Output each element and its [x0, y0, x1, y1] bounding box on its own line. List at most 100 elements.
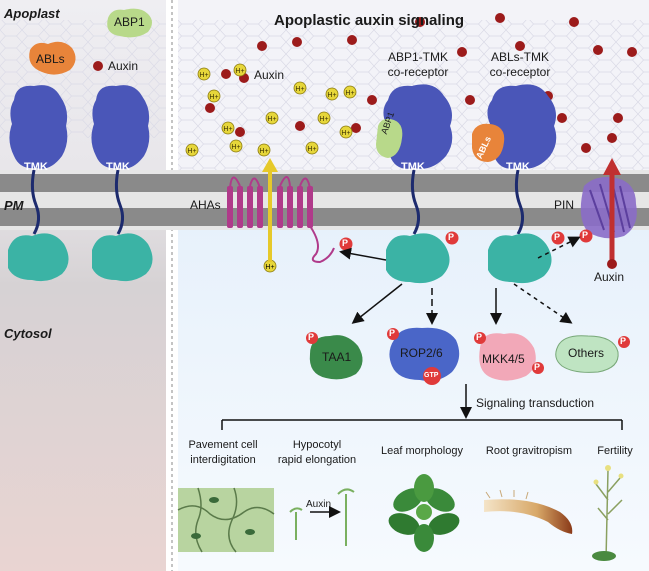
abp1-tmk-label: ABP1-TMK co-receptor [387, 50, 449, 79]
outcome-fertility: Fertility [597, 445, 633, 457]
proton-label: H+ [231, 144, 240, 151]
abls-legend-blob [29, 41, 76, 75]
proton-molecule [339, 125, 353, 139]
auxin-molecule [292, 37, 302, 47]
tmk-extracellular-domain [9, 85, 68, 169]
outcome-pavement-cell: Pavement cell interdigitation [188, 439, 258, 466]
rop-shape [389, 327, 460, 381]
gtp-badge [423, 367, 441, 385]
downstream-targets [306, 327, 630, 385]
fertility-image [592, 465, 624, 561]
abls-legend-label: ABLs [36, 52, 65, 66]
tmk-kinase-domain [386, 233, 450, 284]
phospho-label: P [620, 336, 627, 346]
tmk-extracellular-domain [487, 84, 557, 169]
proton-efflux-arrow-head [262, 158, 278, 172]
proton-molecule [343, 85, 357, 99]
auxin-molecule [515, 41, 525, 51]
auxin-molecule [627, 47, 637, 57]
proton-label: H+ [267, 116, 276, 123]
auxin-molecule [569, 17, 579, 27]
left-tmk-receptor-1 [8, 85, 69, 282]
tmk-kinase-domain [488, 233, 552, 284]
proton-label: H+ [345, 90, 354, 97]
pin-body [580, 177, 637, 239]
phospho-label: P [554, 232, 561, 242]
phospho-badge [532, 362, 544, 374]
aha-loops [229, 176, 311, 189]
gtp-label: GTP [424, 372, 439, 379]
tmk-kinase-domain [8, 233, 69, 282]
proton-label: H+ [187, 148, 196, 155]
pin-auxin-label: Auxin [594, 270, 625, 284]
auxin-molecule [351, 123, 361, 133]
auxin-molecule [495, 13, 505, 23]
phospho-label: P [342, 238, 349, 248]
tmk-label: TMK [401, 161, 425, 173]
auxin-legend-label: Auxin [108, 59, 139, 73]
proton-label: H+ [223, 126, 232, 133]
taa1-shape [309, 335, 363, 380]
proton-label: H+ [319, 116, 328, 123]
outcome-root-gravitropism: Root gravitropism [485, 445, 573, 457]
phospho-badge [387, 328, 399, 340]
membrane-outer-leaflet [0, 174, 649, 192]
root-image [484, 489, 573, 534]
proton-molecule [207, 89, 221, 103]
tmk-label: TMK [106, 161, 130, 173]
auxin-molecule [465, 95, 475, 105]
left-panel [0, 0, 166, 571]
auxin-label: Auxin [254, 68, 285, 82]
proton-label: H+ [199, 72, 208, 79]
auxin-molecule [581, 143, 591, 153]
root-body [484, 499, 573, 534]
auxin-molecule [613, 113, 623, 123]
hypocotyl-image [289, 488, 355, 546]
auxin-molecule [415, 17, 425, 27]
auxin-molecule [235, 127, 245, 137]
phospho-badge [618, 336, 630, 348]
left-tmk-receptor-2 [91, 85, 153, 282]
proton-label: H+ [265, 264, 274, 271]
auxin-molecule [457, 47, 467, 57]
auxin-molecule [593, 45, 603, 55]
proton-molecule [185, 143, 199, 157]
elongated-seedling [337, 488, 355, 546]
pin-auxin-transporter [579, 158, 637, 269]
proton-molecule [229, 139, 243, 153]
proton-label: H+ [259, 148, 268, 155]
proton-molecule [265, 111, 279, 125]
proton-molecule [197, 67, 211, 81]
proton-label: H+ [341, 130, 350, 137]
proton-label: H+ [307, 146, 316, 153]
tmk-transmembrane [514, 169, 525, 235]
tmk-extracellular-domain [383, 84, 453, 169]
phospho-label: P [389, 328, 396, 338]
abls-bound-blob [472, 123, 505, 162]
auxin-molecule [557, 113, 567, 123]
pavement-cells-image [177, 487, 275, 553]
hypocotyl-auxin-label: Auxin [306, 499, 332, 510]
auxin-molecule [205, 103, 215, 113]
auxin-efflux-arrow-head [603, 158, 621, 175]
proton-molecule [233, 63, 247, 77]
root-hairs [485, 489, 529, 500]
proton-molecule [305, 141, 319, 155]
proton-molecule [317, 111, 331, 125]
proton-label: H+ [235, 68, 244, 75]
tmk-transmembrane [410, 169, 421, 235]
proton-label: H+ [295, 86, 304, 93]
phospho-badge [474, 332, 486, 344]
rosette-image [388, 474, 460, 552]
pin-auxin-dot [607, 259, 617, 269]
abp1-legend-label: ABP1 [114, 15, 145, 29]
signaling-arrows [339, 236, 581, 419]
aha-helices [227, 186, 313, 228]
plasma-membrane [0, 170, 649, 230]
proton-molecule [257, 143, 271, 157]
pavement-cell-walls [177, 487, 275, 553]
arrow-to-others [513, 283, 573, 324]
pm-label: PM [4, 198, 24, 213]
tmk-label: TMK [24, 161, 48, 173]
